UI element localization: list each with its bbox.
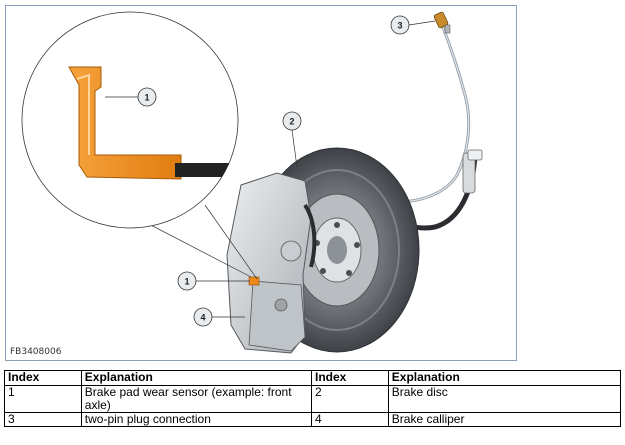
illustration: 1 2 3 1 4 FB3408006	[5, 5, 517, 361]
table-row: 1 Brake pad wear sensor (example: front …	[4, 385, 622, 413]
svg-text:1: 1	[144, 93, 149, 103]
cell-explanation: two-pin plug connection	[80, 412, 312, 427]
figure-code: FB3408006	[10, 347, 62, 357]
sensor-small	[248, 276, 260, 286]
callout-3: 3	[390, 15, 436, 35]
callout-1-top: 1	[105, 87, 157, 107]
cell-explanation: Brake pad wear sensor (example: front ax…	[80, 385, 312, 413]
plug-connector	[433, 11, 451, 34]
cell-index: 4	[310, 412, 389, 427]
table-row: 3 two-pin plug connection 4 Brake callip…	[4, 412, 622, 427]
cell-index: 2	[310, 385, 389, 413]
header-index: Index	[4, 370, 82, 386]
cell-explanation: Brake calliper	[387, 412, 622, 427]
svg-text:3: 3	[397, 21, 402, 31]
brake-calliper	[226, 172, 317, 354]
svg-text:2: 2	[289, 117, 294, 127]
callout-2: 2	[282, 111, 302, 168]
cell-index: 1	[4, 385, 82, 413]
header-explanation: Explanation	[80, 370, 312, 386]
legend-table: Index Explanation Index Explanation 1 Br…	[4, 370, 622, 427]
magnifier-inset	[21, 11, 239, 229]
hose-bracket	[462, 149, 483, 194]
header-explanation: Explanation	[387, 370, 622, 386]
callout-4: 4	[193, 307, 245, 327]
svg-text:4: 4	[200, 313, 205, 323]
cell-explanation: Brake disc	[387, 385, 622, 413]
legend-header-row: Index Explanation Index Explanation	[4, 370, 622, 386]
cell-index: 3	[4, 412, 82, 427]
svg-text:1: 1	[184, 277, 189, 287]
header-index: Index	[310, 370, 389, 386]
callout-1-bottom: 1	[177, 271, 250, 291]
